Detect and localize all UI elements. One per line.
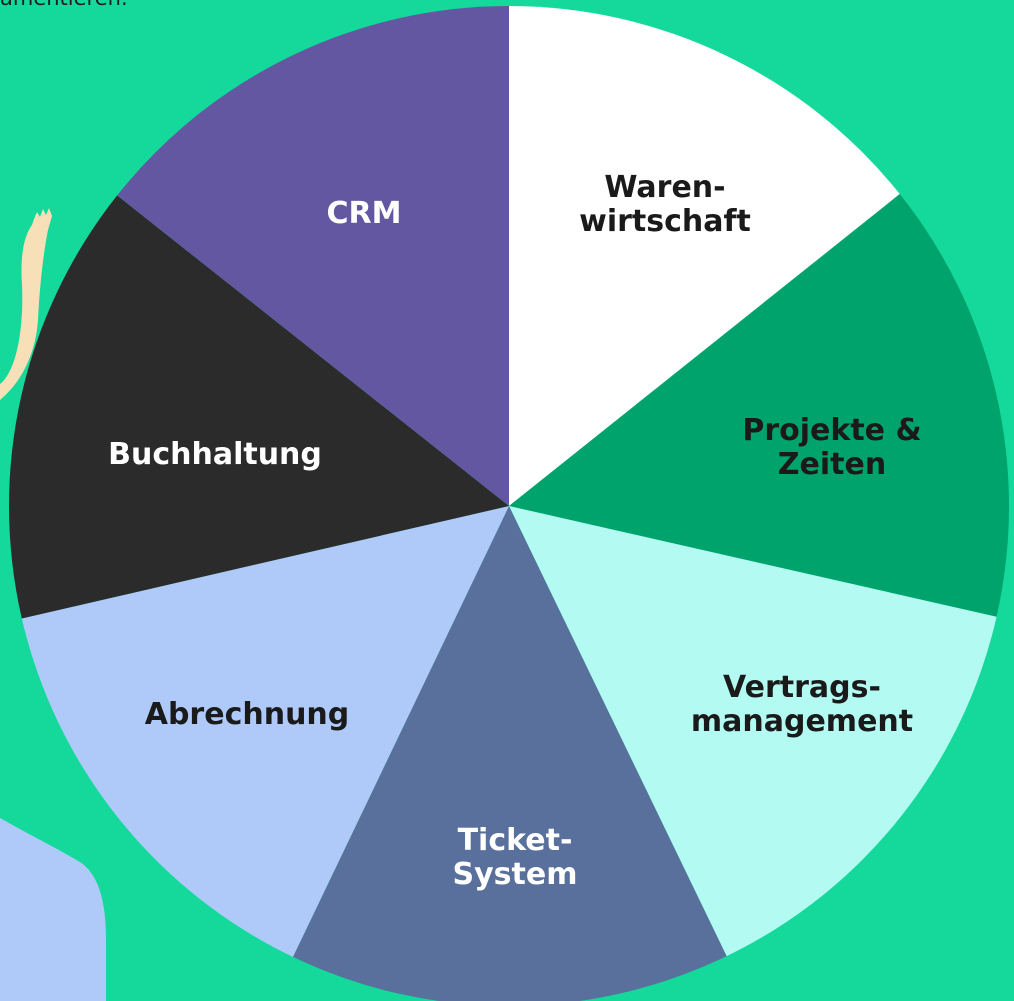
segment-label-abrechnung: Abrechnung — [145, 698, 350, 732]
segment-label-line: management — [690, 704, 914, 739]
segment-label-line: Abrechnung — [144, 697, 350, 732]
segment-label-line: CRM — [326, 196, 402, 231]
segment-label-line: Projekte & — [742, 413, 922, 448]
segment-label-vertragsmanagement: Vertrags-management — [691, 671, 913, 739]
segment-label-line: Waren- — [604, 170, 726, 205]
segment-crm — [117, 6, 510, 506]
segment-label-line: Vertrags- — [723, 670, 881, 705]
top-text-fragment: amentieren. — [0, 0, 128, 10]
segment-label-buchhaltung: Buchhaltung — [108, 438, 322, 472]
segment-projekte-zeiten — [509, 194, 1009, 617]
segment-label-line: Buchhaltung — [108, 437, 322, 472]
segment-label-ticket-system: Ticket-System — [453, 824, 578, 892]
segment-abrechnung — [21, 506, 510, 957]
segment-label-warenwirtschaft: Waren-wirtschaft — [579, 171, 751, 239]
segment-label-line: System — [452, 857, 578, 892]
blue-blob-shape — [0, 818, 106, 1001]
segment-label-line: Zeiten — [777, 447, 887, 482]
segment-ticket-system — [292, 506, 727, 1001]
segment-label-line: wirtschaft — [579, 204, 751, 239]
segment-label-projekte-zeiten: Projekte &Zeiten — [742, 414, 921, 482]
segment-label-crm: CRM — [327, 197, 402, 231]
segment-warenwirtschaft — [509, 6, 900, 506]
segment-vertragsmanagement — [509, 506, 997, 957]
segment-buchhaltung — [8, 195, 510, 619]
segment-label-line: Ticket- — [457, 823, 573, 858]
hand-illustration — [0, 208, 52, 400]
